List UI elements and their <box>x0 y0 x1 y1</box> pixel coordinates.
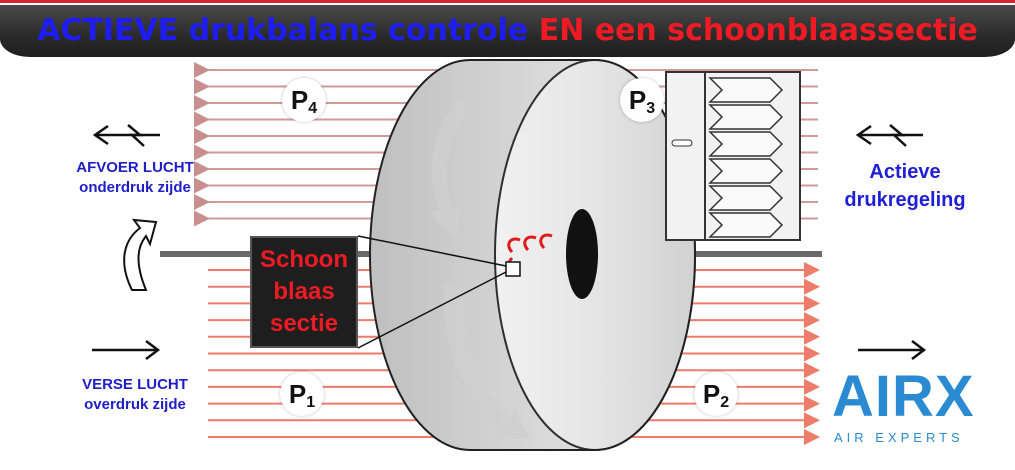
pressure-index: 1 <box>306 394 316 411</box>
title-part-red: EN een schoonblaassectie <box>528 13 978 48</box>
rotation-arrow-icon <box>444 280 530 440</box>
pressure-index: 3 <box>646 100 656 117</box>
wheel-hub <box>566 209 598 299</box>
rotary-wheel <box>369 59 696 451</box>
damper-blade <box>708 212 784 238</box>
damper-blade <box>708 185 784 211</box>
title-banner: ACTIEVE drukbalans controle EN een schoo… <box>0 5 1015 57</box>
pressure-point-p1: P1 <box>280 372 324 416</box>
damper-icon <box>665 71 801 241</box>
active-control-label-line1: Actieve <box>869 161 941 183</box>
pressure-index: 4 <box>308 100 318 117</box>
active-control-label-line2: drukregeling <box>844 189 966 211</box>
exhaust-air-label-line1: AFVOER LUCHT <box>76 159 194 176</box>
cleaning-section-box: Schoon blaas sectie <box>250 236 358 348</box>
rotation-arrow-icon <box>430 95 470 240</box>
pressure-point-p4: P4 <box>282 78 326 122</box>
top-accent-line <box>0 0 1015 3</box>
cleaning-callout-lines <box>357 235 521 349</box>
arrow-right-icon <box>92 340 161 360</box>
exhaust-air-label-line2: onderdruk zijde <box>79 179 191 196</box>
pressure-letter: P <box>290 85 309 115</box>
curved-arrow-up-icon <box>123 218 158 291</box>
title-part-blue: ACTIEVE drukbalans controle <box>37 13 529 48</box>
exhaust-air-label: AFVOER LUCHT onderdruk zijde <box>55 158 215 198</box>
airx-logo: AIRX AIR EXPERTS <box>832 365 992 455</box>
arrow-left-icon <box>855 124 923 147</box>
fresh-air-label-line2: overdruk zijde <box>84 396 186 413</box>
pressure-point-p3: P3 <box>620 78 664 122</box>
cleaning-section-line3: sectie <box>269 310 339 337</box>
pressure-point-p2: P2 <box>694 372 738 416</box>
pressure-letter: P <box>628 85 647 115</box>
active-control-label: Actieve drukregeling <box>820 158 990 214</box>
pressure-letter: P <box>702 379 721 409</box>
damper-blade <box>708 104 784 130</box>
arrow-right-icon <box>858 340 927 360</box>
arrow-left-icon <box>92 124 160 147</box>
logo-tagline: AIR EXPERTS <box>834 430 964 445</box>
fresh-air-label-line1: VERSE LUCHT <box>82 376 188 393</box>
damper-blade <box>708 77 784 103</box>
damper-blade <box>708 131 784 157</box>
pressure-index: 2 <box>720 394 730 411</box>
damper-blade <box>708 158 784 184</box>
fresh-air-label: VERSE LUCHT overdruk zijde <box>55 375 215 415</box>
pressure-letter: P <box>288 379 307 409</box>
cleaning-section-line2: blaas <box>273 278 335 305</box>
cleaning-section-line1: Schoon <box>260 246 348 273</box>
logo-wordmark: AIRX <box>832 364 975 429</box>
